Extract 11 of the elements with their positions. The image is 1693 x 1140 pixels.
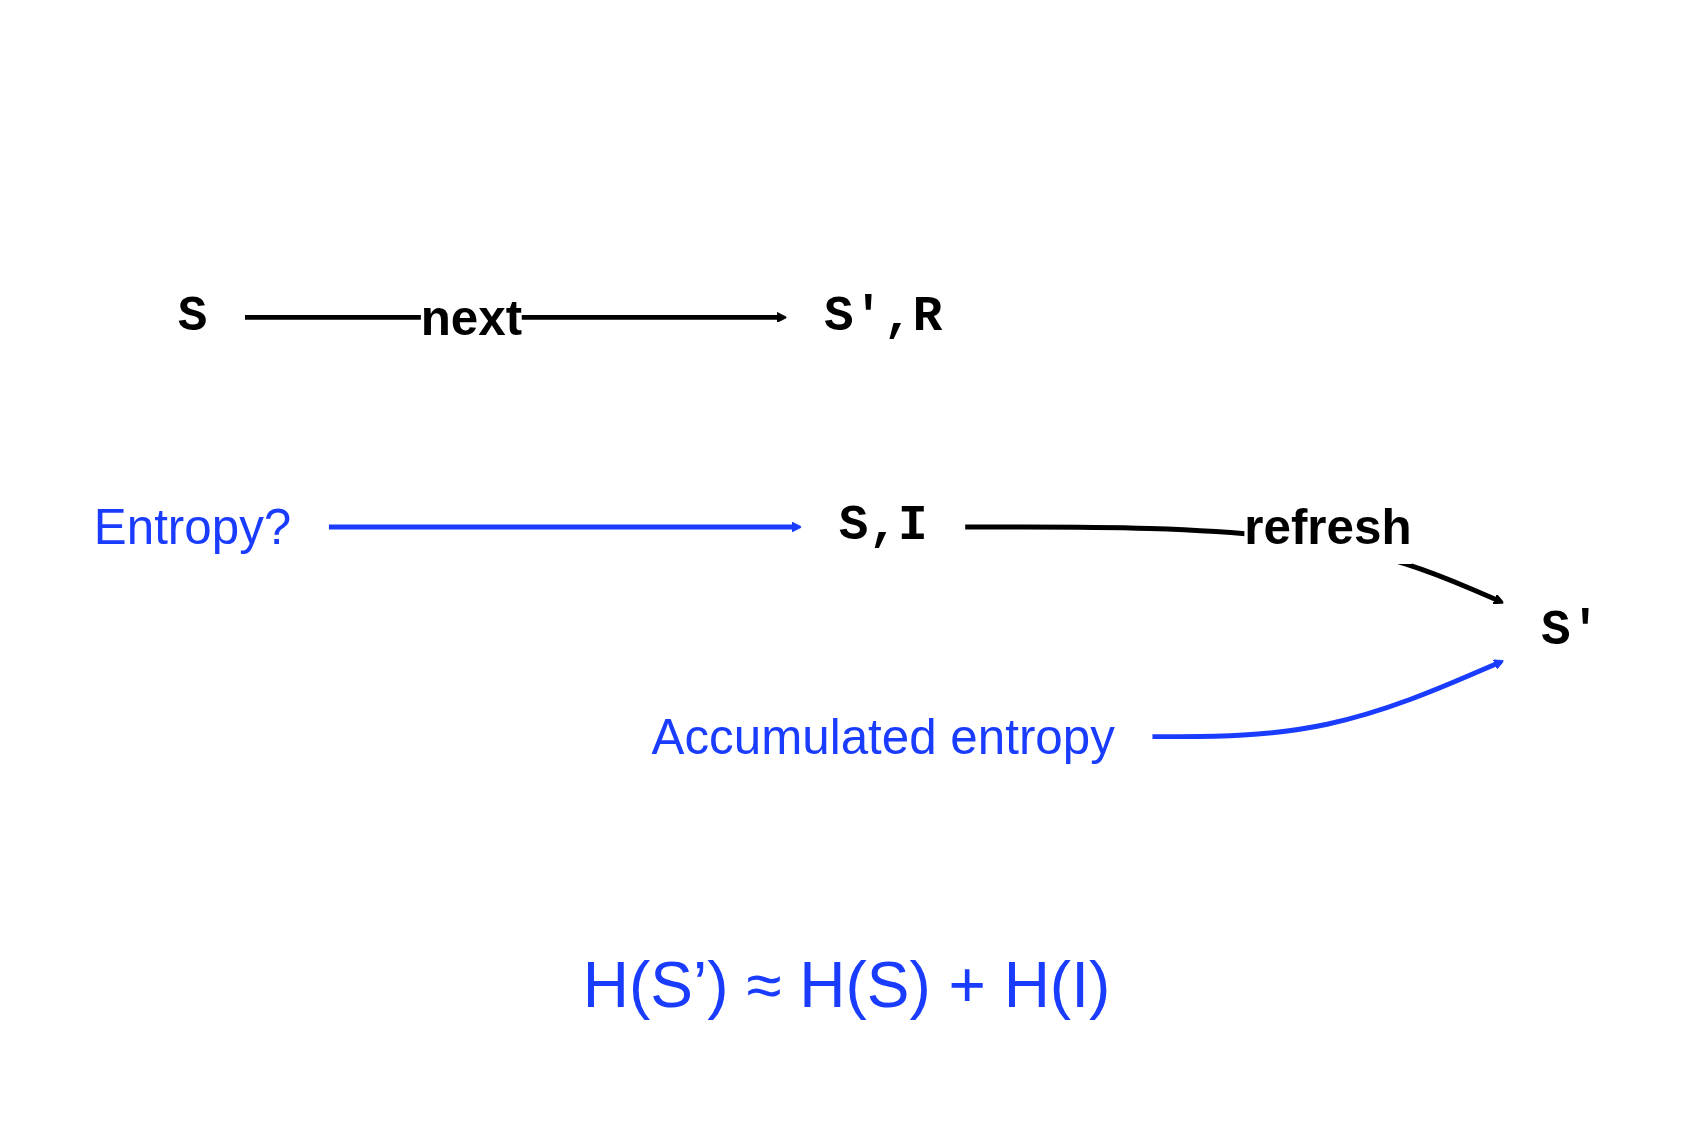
edge-label: next — [420, 289, 522, 345]
node-text: Entropy? — [93, 499, 291, 554]
arrow — [1151, 659, 1504, 739]
node-text: S — [177, 288, 207, 345]
node-text: Accumulated entropy — [651, 709, 1115, 764]
formula-text: H(S’) ≈ H(S) + H(I) — [582, 947, 1111, 1023]
node-text: S' — [1540, 603, 1600, 659]
node-text: S,I — [838, 498, 928, 554]
arrow — [327, 521, 802, 532]
edge-label: refresh — [1243, 499, 1411, 554]
node-text: S',R — [823, 288, 942, 345]
